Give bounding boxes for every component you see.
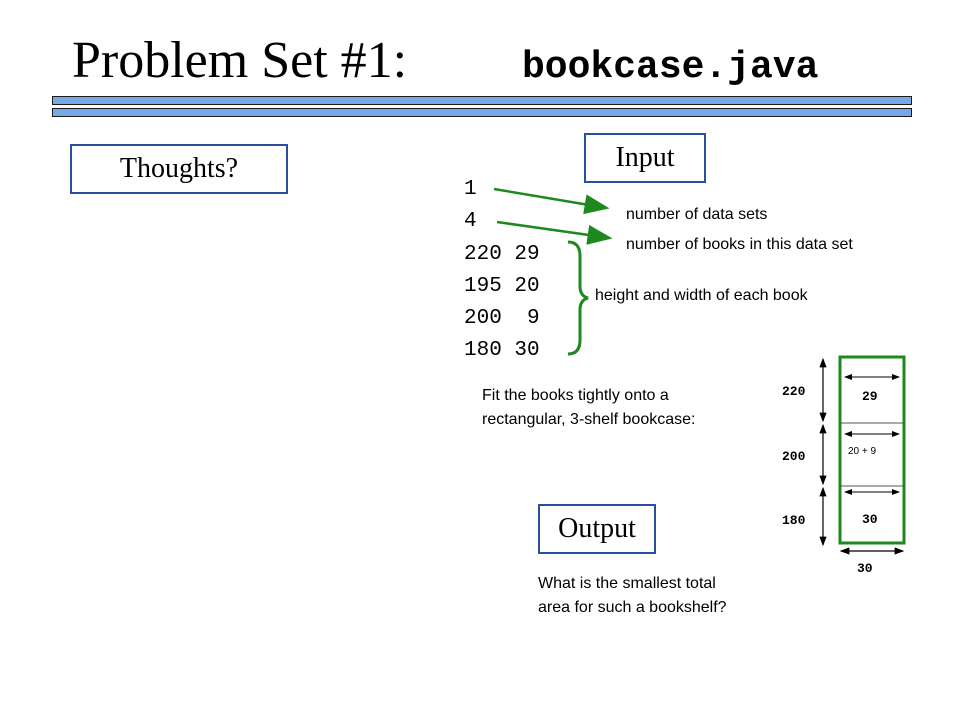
input-line-6: 180 30	[464, 339, 540, 362]
input-line-5: 200 9	[464, 307, 540, 330]
input-line-2: 4	[464, 210, 477, 233]
annotation-height-width: height and width of each book	[595, 287, 808, 304]
input-line-3: 220 29	[464, 243, 540, 266]
thoughts-label: Thoughts?	[119, 153, 239, 184]
shelf2-width-label: 20 + 9	[848, 446, 877, 457]
height-label-1: 220	[782, 384, 806, 399]
arrow-data-sets	[493, 187, 610, 215]
slide-title-code: bookcase.java	[522, 46, 819, 89]
brace	[567, 240, 589, 356]
annotation-fit-line2: rectangular, 3-shelf bookcase:	[482, 411, 696, 428]
output-box: Output	[538, 504, 656, 554]
height-label-2: 200	[782, 449, 806, 464]
slide-title: Problem Set #1:	[72, 32, 408, 89]
annotation-fit-line1: Fit the books tightly onto a	[482, 387, 669, 404]
shelf3-width-label: 30	[862, 512, 878, 527]
title-rule-top	[52, 96, 912, 105]
thoughts-box: Thoughts?	[70, 144, 288, 194]
input-label: Input	[615, 142, 675, 173]
question-line2: area for such a bookshelf?	[538, 599, 727, 616]
height-label-3: 180	[782, 513, 806, 528]
total-width-label: 30	[857, 561, 873, 576]
arrow-books-in-set	[496, 220, 613, 245]
input-box: Input	[584, 133, 706, 183]
annotation-data-sets: number of data sets	[626, 206, 768, 223]
title-rule-bottom	[52, 108, 912, 117]
bookcase-outline	[838, 355, 906, 545]
input-line-1: 1	[464, 178, 477, 201]
question-line1: What is the smallest total	[538, 575, 716, 592]
annotation-books-in-set: number of books in this data set	[626, 236, 853, 253]
output-label: Output	[558, 513, 636, 544]
input-line-4: 195 20	[464, 275, 540, 298]
shelf1-width-label: 29	[862, 389, 878, 404]
